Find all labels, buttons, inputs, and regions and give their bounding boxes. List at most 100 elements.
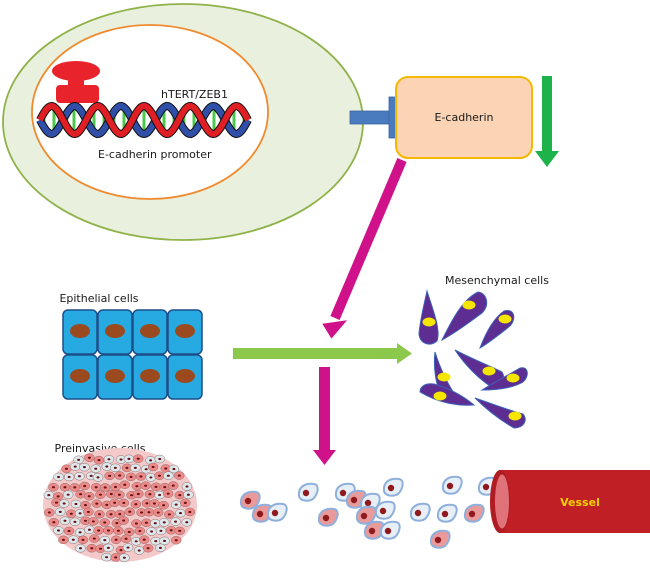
preinvasive-nucleus	[144, 521, 148, 524]
preinvasive-nucleus	[135, 485, 139, 488]
preinvasive-nucleus	[178, 512, 182, 515]
preinvasive-nucleus	[47, 511, 51, 514]
repressor-icon	[52, 61, 100, 103]
mesenchymal-label: Mesenchymal cells	[445, 274, 549, 287]
migrating-nucleus	[414, 509, 422, 517]
preinvasive-nucleus	[122, 501, 126, 505]
preinvasive-nucleus	[63, 486, 67, 489]
migrating-cells	[239, 475, 499, 549]
preinvasive-nucleus	[62, 502, 66, 505]
epithelial-nucleus	[175, 369, 195, 383]
preinvasive-nucleus	[113, 501, 117, 504]
preinvasive-nucleus	[144, 484, 148, 487]
preinvasive-nucleus	[178, 529, 182, 532]
preinvasive-nucleus	[78, 547, 82, 550]
preinvasive-nucleus	[77, 475, 81, 478]
preinvasive-nucleus	[67, 529, 71, 533]
preinvasive-nucleus	[109, 513, 113, 516]
preinvasive-nucleus	[58, 510, 62, 513]
preinvasive-nucleus	[154, 485, 158, 488]
preinvasive-nucleus	[167, 513, 171, 516]
preinvasive-nucleus	[51, 486, 55, 489]
preinvasive-nucleus	[114, 485, 118, 489]
preinvasive-nucleus	[78, 531, 82, 534]
emt-arrow	[233, 343, 412, 364]
preinvasive-nucleus	[140, 511, 144, 514]
preinvasive-nucleus	[82, 466, 86, 469]
preinvasive-nucleus	[56, 495, 60, 498]
preinvasive-nucleus	[158, 493, 162, 497]
preinvasive-nucleus	[133, 466, 137, 470]
preinvasive-nucleus	[108, 474, 112, 477]
preinvasive-nucleus	[144, 468, 148, 471]
mesenchymal-cell	[454, 349, 505, 387]
dna-strand-blue	[37, 102, 251, 138]
preinvasive-nucleus	[107, 458, 111, 461]
preinvasive-nucleus	[156, 511, 160, 514]
preinvasive-nucleus	[94, 467, 98, 470]
preinvasive-nucleus	[47, 493, 51, 497]
preinvasive-nucleus	[162, 521, 166, 524]
preinvasive-nucleus	[97, 459, 101, 462]
preinvasive-nucleus	[119, 458, 123, 461]
preinvasive-nucleus	[126, 546, 130, 549]
preinvasive-nucleus	[105, 465, 109, 468]
promoter-label: E-cadherin promoter	[98, 148, 212, 161]
preinvasive-nucleus	[153, 522, 157, 525]
preinvasive-nucleus	[127, 530, 131, 534]
mesenchymal-cell	[480, 367, 528, 391]
mesenchymal-nucleus	[422, 317, 436, 327]
migrating-nucleus	[441, 510, 449, 518]
migrating-nucleus	[446, 482, 454, 490]
e-cadherin-label: E-cadherin	[435, 111, 494, 124]
epithelial-nucleus	[140, 324, 160, 338]
preinvasive-nucleus	[145, 502, 149, 505]
preinvasive-nucleus	[114, 538, 118, 541]
preinvasive-nucleus	[146, 547, 150, 550]
preinvasive-nucleus	[116, 529, 120, 532]
downregulation-arrow	[535, 76, 559, 167]
htert-zeb1-label: hTERT/ZEB1	[161, 88, 228, 101]
mesenchymal-nucleus	[437, 372, 451, 382]
preinvasive-nucleus	[84, 504, 88, 507]
preinvasive-nucleus	[174, 520, 178, 523]
e-cadherin-box	[395, 76, 533, 159]
preinvasive-nucleus	[57, 475, 61, 479]
preinvasive-nucleus	[113, 466, 117, 469]
preinvasive-nucleus	[169, 529, 173, 532]
mesenchymal-cells	[418, 289, 528, 429]
preinvasive-nucleus	[87, 495, 91, 498]
preinvasive-nucleus	[171, 484, 175, 487]
preinvasive-nucleus	[105, 503, 109, 507]
preinvasive-nucleus	[52, 521, 56, 524]
preinvasive-nucleus	[73, 486, 77, 489]
preinvasive-nucleus	[164, 467, 168, 470]
preinvasive-nucleus	[103, 521, 107, 524]
preinvasive-nucleus	[105, 556, 109, 559]
preinvasive-nucleus	[83, 519, 87, 522]
preinvasive-nucleus	[99, 547, 103, 550]
preinvasive-nucleus	[83, 484, 87, 488]
ecadherin-loss-arrow	[322, 158, 407, 339]
preinvasive-nucleus	[114, 556, 118, 559]
preinvasive-nucleus	[186, 493, 190, 496]
preinvasive-nucleus	[56, 529, 60, 532]
preinvasive-nucleus	[177, 474, 181, 477]
preinvasive-nucleus	[158, 546, 162, 549]
preinvasive-nucleus	[162, 504, 166, 507]
preinvasive-nucleus	[81, 538, 85, 541]
mesenchymal-nucleus	[508, 411, 522, 421]
preinvasive-nucleus	[90, 547, 94, 550]
migrating-nucleus	[364, 499, 372, 507]
preinvasive-nucleus	[69, 512, 73, 515]
preinvasive-nucleus	[103, 486, 107, 489]
migrating-nucleus	[360, 512, 368, 520]
preinvasive-nucleus	[119, 549, 123, 552]
preinvasive-nucleus	[127, 457, 131, 460]
preinvasive-nucleus	[64, 467, 68, 470]
preinvasive-nucleus	[95, 502, 99, 505]
preinvasive-nucleus	[159, 529, 163, 532]
preinvasive-nucleus	[134, 522, 138, 525]
preinvasive-nucleus	[172, 467, 176, 471]
